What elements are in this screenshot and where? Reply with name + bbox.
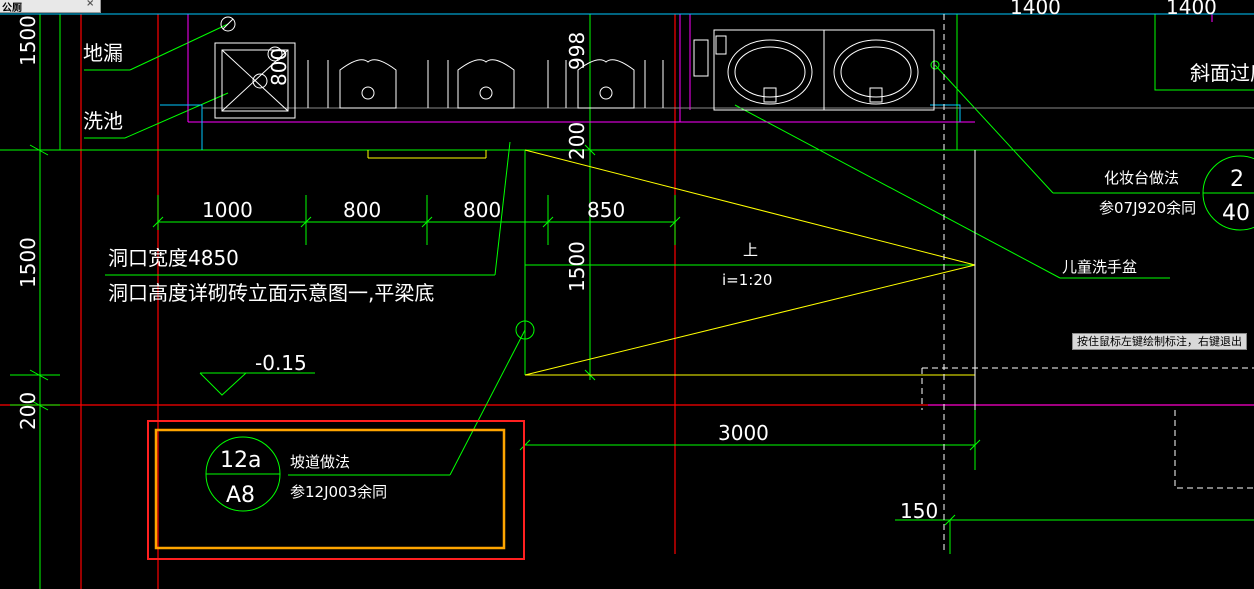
status-hint: 按住鼠标左键绘制标注，右键退出 xyxy=(1072,333,1247,350)
dim-800-vertical: 800 xyxy=(267,48,291,86)
ramp-tag-top: 12a xyxy=(220,448,261,473)
dim-3000: 3000 xyxy=(718,421,769,445)
dim-200-mid: 200 xyxy=(565,122,589,160)
vanity-tag-bottom: 40 xyxy=(1222,201,1250,226)
dim-1500-mid: 1500 xyxy=(16,237,40,288)
level-marker xyxy=(199,372,247,396)
ref-circles xyxy=(205,60,1254,512)
dim-800-b: 800 xyxy=(463,198,501,222)
vanity-tag-top: 2 xyxy=(1230,167,1244,192)
vanity-ref-label: 参07J920余同 xyxy=(1099,199,1196,217)
dim-200-left: 200 xyxy=(16,392,40,430)
dim-top-right-b: 1400 xyxy=(1166,0,1217,19)
dim-1500-top: 1500 xyxy=(16,15,40,66)
dimension-lines xyxy=(0,14,1254,589)
drawing-tab[interactable]: 公厕 × xyxy=(0,0,101,14)
vanity-method-label: 化妆台做法 xyxy=(1104,169,1179,187)
level-label: -0.15 xyxy=(255,351,307,375)
wall-lines xyxy=(187,14,1254,406)
ramp-ref-label: 参12J003余同 xyxy=(290,483,387,501)
dim-800-a: 800 xyxy=(343,198,381,222)
ramp-slope xyxy=(367,149,976,376)
floor-drain-label: 地漏 xyxy=(83,41,123,65)
dim-1000: 1000 xyxy=(202,198,253,222)
drawing-text: 地漏 洗池 洞口宽度4850 洞口高度详砌砖立面示意图一,平梁底 上 i=1:2… xyxy=(16,0,1254,523)
ramp-tag-bottom: A8 xyxy=(226,483,255,508)
dim-998: 998 xyxy=(565,32,589,70)
kids-basin-label: 儿童洗手盆 xyxy=(1062,258,1137,276)
close-icon[interactable]: × xyxy=(86,0,95,9)
ramp-method-label: 坡道做法 xyxy=(290,453,350,471)
fixtures xyxy=(202,14,1254,554)
slope-surface-label: 斜面过度 xyxy=(1190,61,1254,85)
drawing-tab-label: 公厕 xyxy=(2,3,22,14)
selection-highlight-outer xyxy=(147,420,525,560)
opening-width-label: 洞口宽度4850 xyxy=(108,246,239,270)
dim-top-right-a: 1400 xyxy=(1010,0,1061,19)
cyan-walls xyxy=(0,13,1254,150)
dim-1500-right: 1500 xyxy=(565,241,589,292)
slope-up-label: 上 xyxy=(743,241,758,259)
opening-height-label: 洞口高度详砌砖立面示意图一,平梁底 xyxy=(108,281,434,305)
selection-highlight-inner xyxy=(154,428,506,550)
dim-850: 850 xyxy=(587,198,625,222)
slope-ratio-label: i=1:20 xyxy=(722,271,772,289)
dim-150: 150 xyxy=(900,499,938,523)
wash-basin-label: 洗池 xyxy=(83,109,123,133)
